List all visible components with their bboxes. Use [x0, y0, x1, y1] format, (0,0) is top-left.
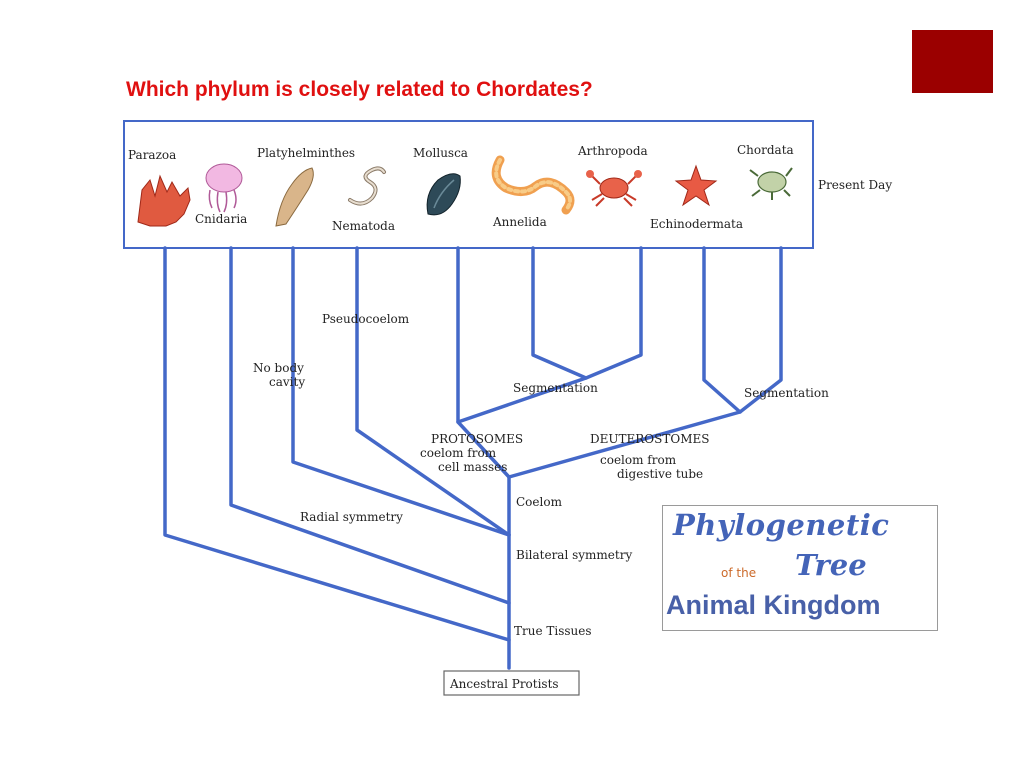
mussel-icon	[426, 173, 461, 216]
no-body-cavity-label-line2: cavity	[269, 375, 305, 389]
segmented-protostome-branches	[531, 246, 643, 380]
phylogenetic-tree-logo: Phylogenetic of the Tree Animal Kingdom	[662, 505, 938, 631]
parazoa-branch	[163, 246, 511, 642]
phylum-label-parazoa: Parazoa	[128, 148, 176, 162]
protostomes-sub-label-line1: coelom from	[420, 446, 497, 460]
phylum-label-chordata: Chordata	[737, 143, 794, 157]
deuterostomes-sub-label-line1: coelom from	[600, 453, 677, 467]
deuterostome-tip-branches	[702, 246, 783, 414]
platyhelminthes-branch	[291, 246, 511, 537]
tree-branches	[163, 246, 783, 670]
deuterostomes-label: DEUTEROSTOMES	[590, 432, 709, 446]
nematoda-branch	[355, 246, 511, 537]
logo-line-of-the: of the	[721, 566, 757, 580]
phylum-label-cnidaria: Cnidaria	[195, 212, 247, 226]
segmentation-join-branch	[456, 376, 588, 424]
turtle-icon	[749, 167, 793, 200]
bilateral-symmetry-label: Bilateral symmetry	[516, 548, 632, 562]
logo-line-animal-kingdom: Animal Kingdom	[666, 590, 881, 620]
ancestral-protists-label: Ancestral Protists	[449, 677, 559, 691]
crab-icon	[586, 170, 642, 207]
sponge-icon	[137, 174, 191, 227]
phylum-label-nematoda: Nematoda	[332, 219, 395, 233]
protostomes-label: PROTOSOMES	[431, 432, 523, 446]
segmentation-label-deuterostomes: Segmentation	[744, 386, 829, 400]
logo-line-phylogenetic: Phylogenetic	[673, 508, 890, 542]
phylum-label-echinodermata: Echinodermata	[650, 217, 743, 231]
protostomes-sub-label-line2: cell masses	[438, 460, 507, 474]
phylum-label-arthropoda: Arthropoda	[577, 144, 648, 158]
deuterostomes-sub-label-line2: digestive tube	[617, 467, 703, 481]
ancestral-protists-box	[443, 670, 580, 696]
coelom-label: Coelom	[516, 495, 563, 509]
jellyfish-icon	[205, 163, 243, 213]
deuterostome-branch	[507, 410, 742, 479]
roundworm-icon	[348, 166, 386, 206]
flatworm-icon	[275, 167, 314, 227]
phylum-label-platyhelminthes: Platyhelminthes	[257, 146, 355, 160]
pseudocoelom-label: Pseudocoelom	[322, 312, 410, 326]
phylum-label-mollusca: Mollusca	[413, 146, 468, 160]
cnidaria-branch	[229, 246, 511, 605]
no-body-cavity-label-line1: No body	[253, 361, 304, 375]
logo-line-tree: Tree	[795, 548, 867, 582]
radial-symmetry-label: Radial symmetry	[300, 510, 403, 524]
slide-title: Which phylum is closely related to Chord…	[126, 78, 593, 101]
starfish-icon	[674, 164, 718, 207]
present-day-label: Present Day	[818, 178, 892, 192]
segmentation-label-protostomes: Segmentation	[513, 381, 598, 395]
phylum-label-annelida: Annelida	[492, 215, 547, 229]
true-tissues-label: True Tissues	[514, 624, 592, 638]
corner-accent-square	[912, 30, 993, 93]
segmented-worm-icon	[491, 155, 575, 215]
